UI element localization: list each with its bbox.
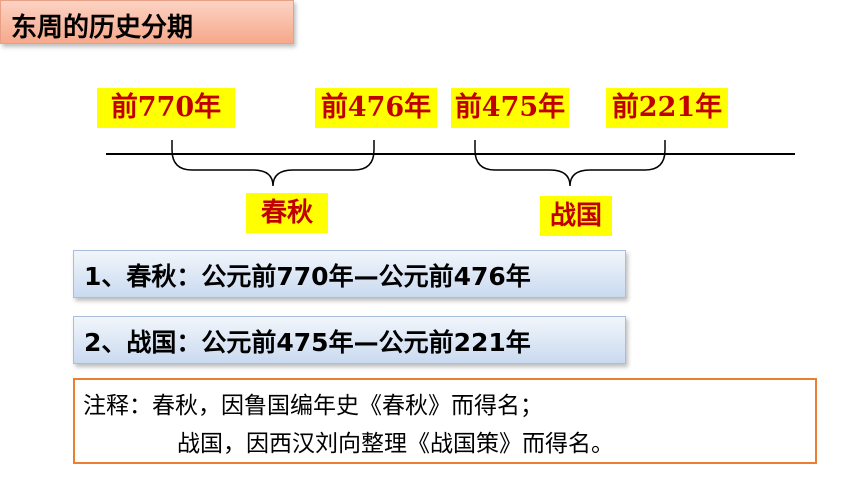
- year-label-475: 前475年: [451, 88, 569, 128]
- note-line-2: 战国，因西汉刘向整理《战国策》而得名。: [177, 431, 614, 457]
- year-label-476: 前476年: [315, 88, 437, 128]
- period-box-chunqiu: 1、春秋：公元前770年—公元前476年: [73, 250, 626, 298]
- period-text-zhanguo: 2、战国：公元前475年—公元前221年: [84, 328, 531, 357]
- page-title: 东周的历史分期: [11, 13, 194, 43]
- note-box: 注释：春秋，因鲁国编年史《春秋》而得名； 战国，因西汉刘向整理《战国策》而得名。: [73, 378, 817, 464]
- period-text-chunqiu: 1、春秋：公元前770年—公元前476年: [84, 262, 531, 291]
- period-label-chunqiu: 春秋: [246, 193, 328, 233]
- note-line-1: 注释：春秋，因鲁国编年史《春秋》而得名；: [83, 393, 543, 419]
- period-label-zhanguo: 战国: [540, 196, 612, 236]
- year-label-221: 前221年: [606, 88, 728, 128]
- period-box-zhanguo: 2、战国：公元前475年—公元前221年: [73, 316, 626, 364]
- zhanguo-brace: [474, 140, 666, 187]
- year-label-770: 前770年: [97, 88, 235, 128]
- title-banner: 东周的历史分期: [0, 0, 294, 44]
- timeline-diagram: [106, 140, 795, 187]
- chunqiu-brace: [171, 140, 375, 187]
